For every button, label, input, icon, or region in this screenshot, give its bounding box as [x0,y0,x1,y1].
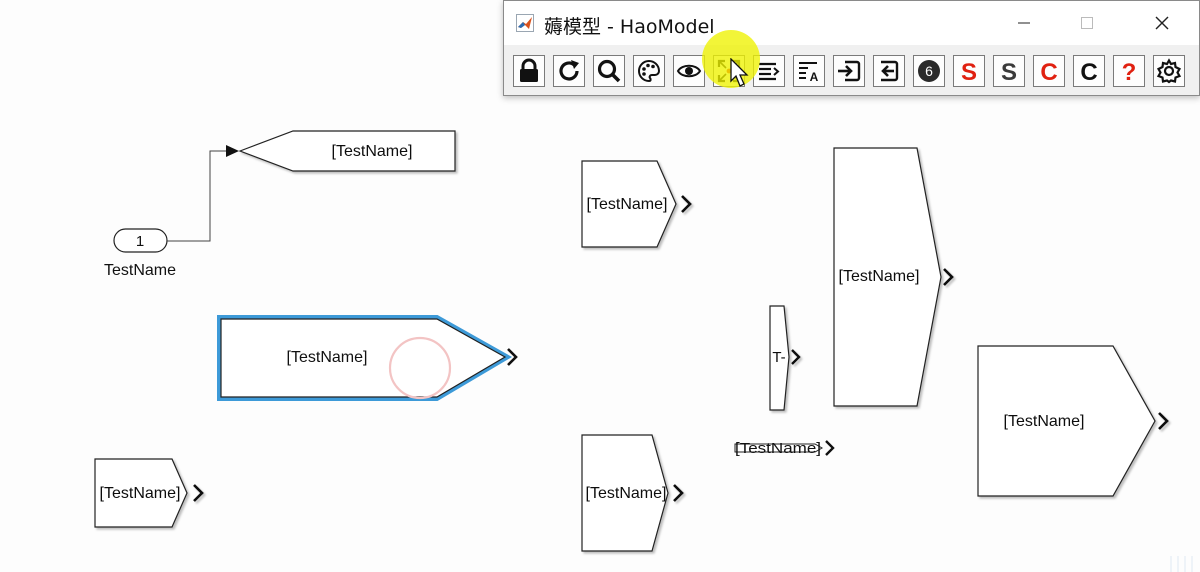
output-port-chevron [673,484,684,502]
letter-s-red-icon: S [961,59,977,84]
goto-block-label: [TestName] [1004,413,1085,430]
number-badge-icon: 6 [918,60,940,82]
palette-button[interactable] [633,55,665,87]
svg-text:S: S [961,59,977,84]
number-badge-button[interactable]: 6 [913,55,945,87]
goto-block-narrow[interactable]: T- [769,305,801,411]
search-button[interactable] [593,55,625,87]
goto-block[interactable]: [TestName] [977,345,1169,497]
help-question-icon: ? [1122,59,1137,84]
window-titlebar[interactable]: 薅模型 - HaoModel [504,1,1199,45]
align-lines-button[interactable] [753,55,785,87]
fit-resize-button[interactable] [713,55,745,87]
letter-s-gray-button[interactable]: S [993,55,1025,87]
letter-s-gray-icon: S [1001,59,1017,84]
output-port-chevron [681,195,692,213]
palette-icon [638,59,661,83]
window-title: 薅模型 - HaoModel [544,16,715,38]
close-button[interactable] [1139,1,1185,45]
goto-block[interactable]: [TestName] [94,458,204,528]
output-port-chevron [507,348,518,366]
refresh-icon [559,60,579,81]
goto-block-label: [TestName] [100,485,181,502]
goto-block-label: [TestName] [839,268,920,285]
svg-text:6: 6 [925,63,933,79]
signal-arrowhead [226,145,239,157]
output-port-chevron [943,268,954,286]
lock-icon [520,58,538,82]
letter-c-red-icon: C [1040,59,1057,84]
svg-text:C: C [1080,59,1097,84]
settings-button[interactable] [1153,55,1185,87]
eye-icon [676,64,702,78]
goto-out-icon [881,60,899,82]
inport-number: 1 [136,233,144,250]
goto-in-button[interactable] [833,55,865,87]
text-format-button[interactable]: A [793,55,825,87]
inport-block[interactable]: 1 [113,228,168,253]
letter-c-red-button[interactable]: C [1033,55,1065,87]
goto-block-label: T- [772,349,785,366]
lock-button[interactable] [513,55,545,87]
goto-out-button[interactable] [873,55,905,87]
matlab-logo-icon [516,14,534,32]
scroll-indicator-icon [1170,556,1193,572]
from-block[interactable]: [TestName] [238,130,456,172]
svg-text:?: ? [1122,59,1137,84]
search-icon [597,59,621,83]
haomodel-tool-window[interactable]: 薅模型 - HaoModel [503,0,1200,96]
goto-block-flat[interactable]: [TestName] [734,440,835,457]
close-icon [1155,16,1169,30]
fit-resize-icon [717,59,741,83]
inport-name: TestName [104,262,176,279]
letter-s-red-button[interactable]: S [953,55,985,87]
visibility-button[interactable] [673,55,705,87]
svg-text:C: C [1040,59,1057,84]
output-port-chevron [1158,412,1169,430]
from-block-label: [TestName] [332,143,413,160]
text-format-icon: A [799,62,819,84]
output-port-chevron [791,349,801,365]
goto-in-icon [838,60,861,82]
svg-text:A: A [810,70,819,84]
maximize-button[interactable] [1064,1,1110,45]
goto-block-label: [TestName] [587,196,668,213]
help-button[interactable]: ? [1113,55,1145,87]
goto-block-selected[interactable]: [TestName] [217,315,518,401]
click-ripple [388,336,452,400]
settings-gear-icon [1156,58,1182,84]
minimize-icon [1018,22,1030,24]
goto-block-label: [TestName] [287,349,368,366]
align-lines-icon [759,62,780,81]
maximize-icon [1081,17,1093,29]
svg-text:S: S [1001,59,1017,84]
goto-block[interactable]: [TestName] [833,147,954,407]
output-port-chevron [193,484,204,502]
refresh-button[interactable] [553,55,585,87]
goto-block[interactable]: [TestName] [581,434,684,552]
goto-block-label: [TestName] [735,440,821,457]
goto-block-label: [TestName] [586,485,667,502]
minimize-button[interactable] [1001,1,1047,45]
signal-line[interactable] [167,150,228,242]
letter-c-black-button[interactable]: C [1073,55,1105,87]
goto-block[interactable]: [TestName] [581,160,692,248]
letter-c-black-icon: C [1080,59,1097,84]
output-port-chevron [825,440,835,456]
